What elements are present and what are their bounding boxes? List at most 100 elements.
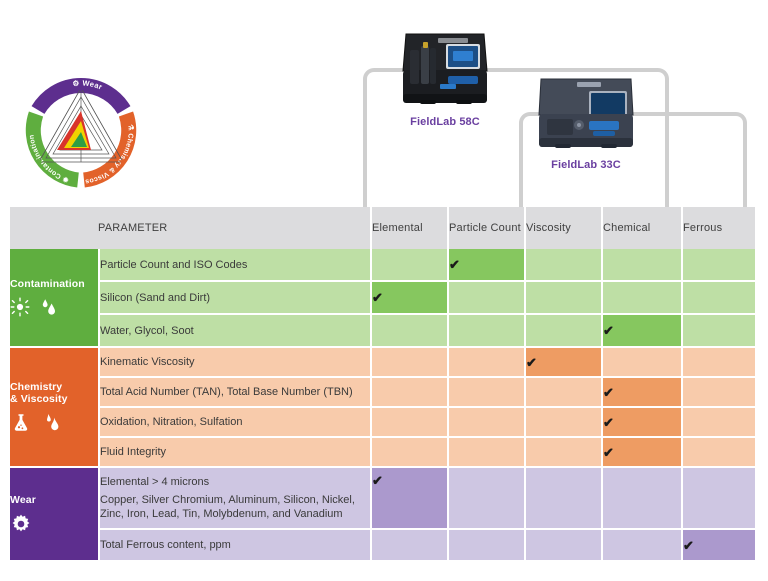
flask-icon [14, 413, 28, 431]
header-category-blank [10, 207, 98, 249]
bracket-fieldlab-58c [363, 68, 669, 208]
header-col-elemental: Elemental [370, 207, 447, 249]
parameter-cell: Silicon (Sand and Dirt) [98, 282, 370, 315]
oil-analysis-triad-logo: ⚙ Wear ⚗ Chemistry & Viscosity ✹ Contami… [14, 61, 146, 196]
water-droplets-icon [42, 299, 55, 315]
table-row: Chemistry & Viscosity [10, 348, 755, 468]
parameter-cell: Kinematic Viscosity [98, 348, 370, 378]
check-cell-chemical: ✔ [601, 378, 681, 408]
check-cell-ferrous: ✔ [681, 408, 755, 438]
device-fieldlab-58c: FieldLab 58C [385, 26, 505, 128]
check-cell-chemical: ✔ [601, 468, 681, 530]
check-cell-chemical: ✔ [601, 530, 681, 562]
check-cell-elemental: ✔ [370, 408, 447, 438]
check-cell-viscosity: ✔ [524, 348, 601, 378]
check-cell-ferrous: ✔ [681, 348, 755, 378]
check-cell-chemical: ✔ [601, 438, 681, 468]
check-cell-particle-count: ✔ [447, 282, 524, 315]
parameter-cell: Elemental > 4 microns Copper, Silver Chr… [98, 468, 370, 530]
table-row: Wear Elemental > 4 microns Copper, Silve… [10, 468, 755, 562]
check-cell-viscosity: ✔ [524, 315, 601, 348]
header-col-viscosity: Viscosity [524, 207, 601, 249]
check-cell-ferrous: ✔ [681, 282, 755, 315]
check-cell-particle-count: ✔ [447, 468, 524, 530]
check-icon: ✔ [603, 414, 614, 430]
table-row: Total Ferrous content, ppm ✔ ✔ ✔ ✔ ✔ [10, 530, 755, 562]
table-row: Total Acid Number (TAN), Total Base Numb… [10, 378, 755, 408]
parameter-cell: Fluid Integrity [98, 438, 370, 468]
table-row: Fluid Integrity ✔ ✔ ✔ ✔ ✔ [10, 438, 755, 468]
check-icon: ✔ [683, 537, 694, 553]
device-caption-33c: FieldLab 33C [551, 159, 621, 171]
check-cell-elemental: ✔ [370, 438, 447, 468]
check-cell-elemental: ✔ [370, 282, 447, 315]
category-label-contamination: Contamination [10, 278, 85, 290]
check-cell-particle-count: ✔ [447, 530, 524, 562]
logo-radar-fill [57, 111, 91, 150]
fieldlab-33c-image [538, 78, 634, 148]
header-col-particle-count: Particle Count [447, 207, 524, 249]
check-cell-chemical: ✔ [601, 282, 681, 315]
check-cell-elemental: ✔ [370, 249, 447, 282]
parameter-cell: Total Acid Number (TAN), Total Base Numb… [98, 378, 370, 408]
logo-vertex-dots [36, 85, 126, 165]
table-row: Oxidation, Nitration, Sulfation ✔ ✔ ✔ ✔ … [10, 408, 755, 438]
check-icon: ✔ [603, 384, 614, 400]
parameter-cell: Oxidation, Nitration, Sulfation [98, 408, 370, 438]
check-cell-ferrous: ✔ [681, 468, 755, 530]
parameter-cell: Total Ferrous content, ppm [98, 530, 370, 562]
device-fieldlab-33c: FieldLab 33C [521, 75, 651, 171]
gear-icon [12, 514, 30, 531]
check-cell-ferrous: ✔ [681, 378, 755, 408]
check-icon: ✔ [372, 473, 383, 488]
check-cell-elemental: ✔ [370, 348, 447, 378]
table-row: Contamination [10, 249, 755, 348]
check-cell-elemental: ✔ [370, 315, 447, 348]
check-cell-viscosity: ✔ [524, 408, 601, 438]
check-cell-elemental: ✔ [370, 468, 447, 530]
check-cell-chemical: ✔ [601, 348, 681, 378]
check-cell-ferrous: ✔ [681, 249, 755, 282]
dirt-splat-icon [10, 297, 30, 317]
check-cell-viscosity: ✔ [524, 378, 601, 408]
check-cell-chemical: ✔ [601, 249, 681, 282]
oil-drop-icon [47, 413, 59, 430]
check-cell-chemical: ✔ [601, 408, 681, 438]
check-cell-ferrous: ✔ [681, 438, 755, 468]
check-cell-viscosity: ✔ [524, 530, 601, 562]
check-cell-particle-count: ✔ [447, 315, 524, 348]
parameter-main-text: Elemental > 4 microns [100, 476, 210, 488]
check-cell-viscosity: ✔ [524, 438, 601, 468]
check-cell-viscosity: ✔ [524, 282, 601, 315]
check-cell-chemical: ✔ [601, 315, 681, 348]
check-cell-particle-count: ✔ [447, 249, 524, 282]
device-caption-58c: FieldLab 58C [410, 116, 480, 128]
category-label-chemistry-line1: Chemistry [10, 380, 63, 393]
category-label-wear: Wear [10, 493, 36, 506]
check-cell-ferrous: ✔ [681, 315, 755, 348]
check-cell-ferrous: ✔ [681, 530, 755, 562]
capability-matrix-table: PARAMETER Elemental Particle Count Visco… [10, 207, 755, 562]
category-cell-wear: Wear [10, 468, 98, 562]
parameter-cell: Particle Count and ISO Codes [98, 249, 370, 282]
logo-radar-triangles [38, 87, 124, 163]
check-cell-viscosity: ✔ [524, 249, 601, 282]
category-cell-chemistry: Chemistry & Viscosity [10, 348, 98, 468]
check-icon: ✔ [449, 257, 460, 272]
category-cell-contamination: Contamination [10, 249, 98, 348]
header-col-chemical: Chemical [601, 207, 681, 249]
fieldlab-58c-image [402, 33, 488, 104]
table-header-row: PARAMETER Elemental Particle Count Visco… [10, 207, 755, 249]
check-cell-elemental: ✔ [370, 530, 447, 562]
check-cell-elemental: ✔ [370, 378, 447, 408]
device-diagram: FieldLab 58C FieldLab 33C [0, 0, 768, 208]
parameter-sub-text: Copper, Silver Chromium, Aluminum, Silic… [100, 494, 355, 520]
check-icon: ✔ [603, 444, 614, 460]
table-row: Water, Glycol, Soot ✔ ✔ ✔ ✔ ✔ [10, 315, 755, 348]
check-icon: ✔ [372, 290, 383, 305]
check-cell-particle-count: ✔ [447, 438, 524, 468]
category-label-chemistry-line2: & Viscosity [10, 392, 68, 405]
check-cell-particle-count: ✔ [447, 408, 524, 438]
header-col-ferrous: Ferrous [681, 207, 755, 249]
check-cell-particle-count: ✔ [447, 378, 524, 408]
